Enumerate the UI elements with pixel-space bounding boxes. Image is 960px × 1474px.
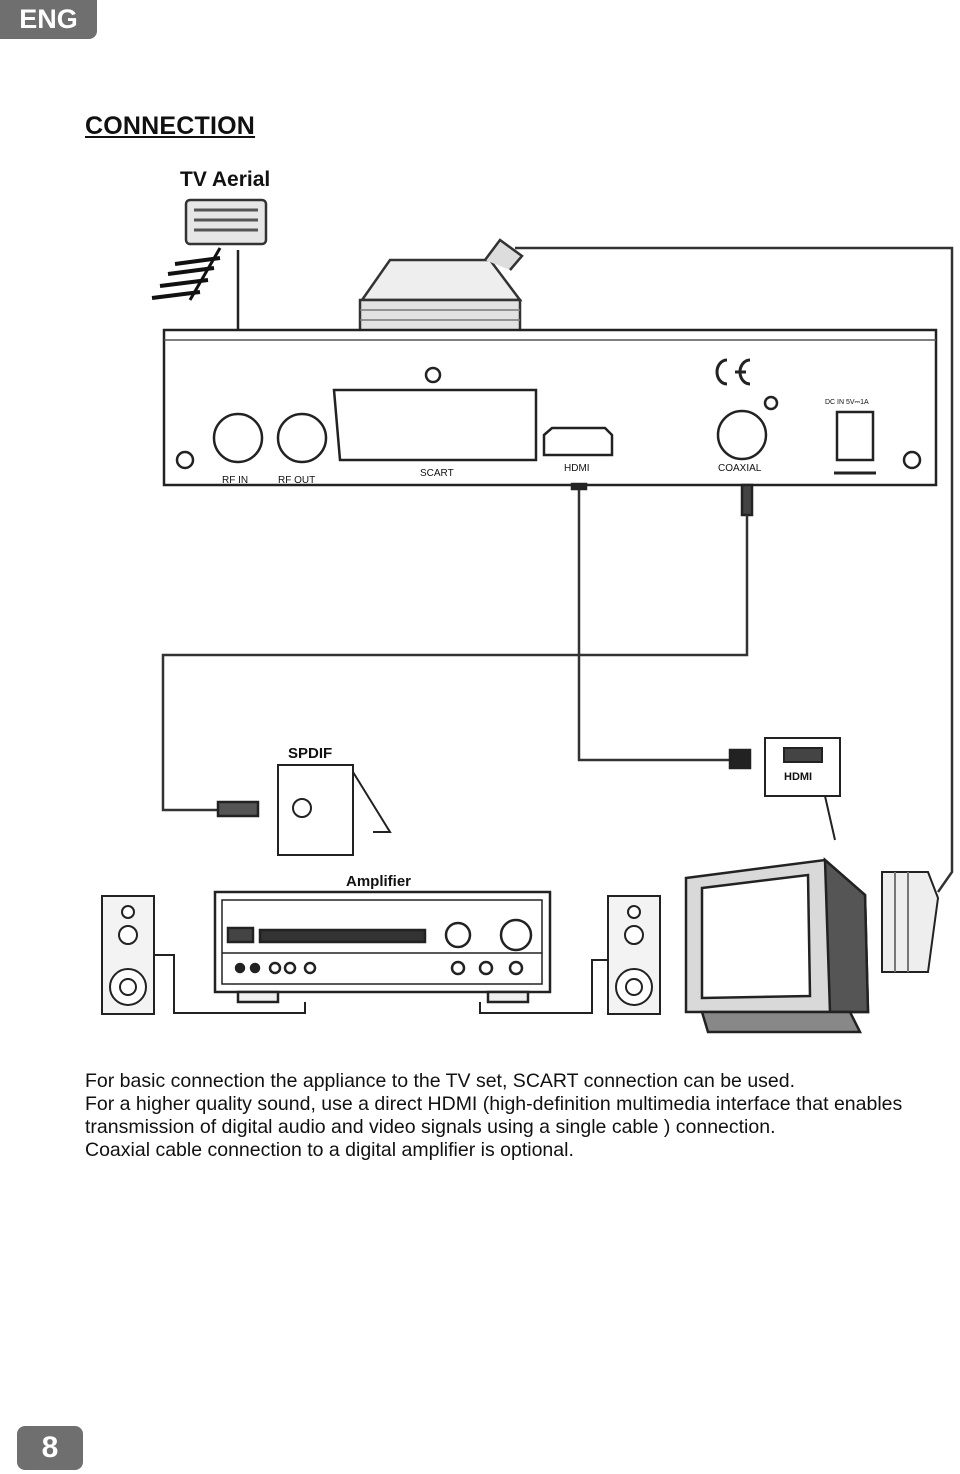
set-top-box (162, 328, 938, 491)
section-title: CONNECTION (85, 112, 256, 140)
tv-hdmi-input (764, 737, 841, 841)
rf-out-label: RF OUT (278, 475, 315, 486)
connection-diagram: TV Aerial RF IN RF OUT SCART HDMI COAXIA… (101, 168, 954, 1034)
spdif-label: SPDIF (288, 745, 332, 762)
tv-aerial-label: TV Aerial (180, 168, 270, 191)
amplifier-label: Amplifier (346, 873, 411, 890)
description-line: For a higher quality sound, use a direct… (85, 1093, 903, 1115)
right-speaker (607, 895, 661, 1015)
description-line: Coaxial cable connection to a digital am… (85, 1139, 574, 1161)
television (684, 857, 870, 1034)
amplifier (213, 890, 552, 1004)
page-number: 8 (17, 1426, 83, 1470)
tv-scart-plug (881, 871, 940, 973)
left-speaker (101, 895, 155, 1015)
description-line: For basic connection the appliance to th… (85, 1070, 796, 1092)
connection-description: For basic connection the appliance to th… (85, 1070, 945, 1162)
scart-plug (358, 238, 524, 340)
language-tab: ENG (0, 0, 97, 39)
coaxial-port-label: COAXIAL (718, 463, 762, 474)
dc-in-label: DC IN 5V⎓1A (825, 399, 869, 406)
rf-in-label: RF IN (222, 475, 248, 486)
speaker-cables (154, 954, 608, 1014)
spdif-input (277, 764, 392, 856)
description-line: transmission of digital audio and video … (85, 1116, 776, 1138)
hdmi-input-label: HDMI (784, 771, 812, 783)
hdmi-port-label: HDMI (564, 463, 590, 474)
scart-port-label: SCART (420, 468, 454, 479)
tv-aerial-illustration (151, 198, 268, 416)
